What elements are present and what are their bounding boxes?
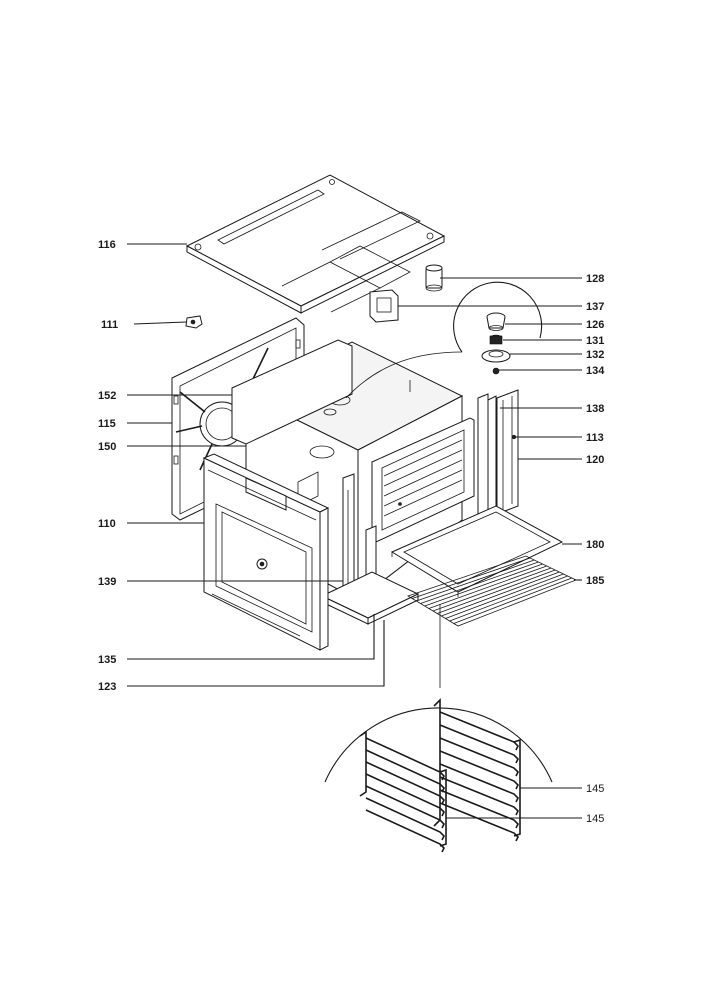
shelf-support-rails [359,698,521,853]
grid-shelf-wire [420,561,539,604]
rail-front-rung [365,749,445,793]
label-138: 138 [586,403,604,415]
label-150: 150 [98,441,116,453]
label-131: 131 [586,335,604,347]
label-180: 180 [586,539,604,551]
label-152: 152 [98,390,116,402]
label-128: 128 [586,273,604,285]
rail-front-rung [365,785,445,829]
right-side-panel [496,389,519,515]
label-132: 132 [586,349,604,361]
rail-front-rung [365,773,445,817]
rail-rear-rung [439,789,519,829]
rail-rear-rung [439,750,519,790]
label-123: 123 [98,681,116,693]
leader-lines [127,243,582,819]
grid-shelf-wire [424,563,543,607]
detail-circle-shelf-rails [324,604,553,783]
grid-shelf-wire [437,569,556,614]
label-134: 134 [586,365,605,377]
label-120: 120 [586,454,604,466]
baking-tray [390,505,564,597]
detail-circle-lamp [345,281,543,399]
rail-rear-rung [439,724,519,764]
bracket-switch [369,289,399,323]
top-cover-panel [185,174,446,314]
rail-rear-back-post [513,738,521,837]
grid-shelf-wire [453,577,572,624]
label-185: 185 [586,575,604,587]
label-113: 113 [586,432,604,444]
oven-lamp-assembly [481,312,511,375]
label-110: 110 [98,518,116,530]
grid-shelf-wire [428,565,547,609]
lamp-cylinder [425,264,443,292]
rail-rear-rung [439,711,519,751]
label-145-front: 145 [586,813,604,825]
rail-front-rung [365,737,445,781]
label-139: 139 [98,576,116,588]
grid-shelf-wire [445,573,564,619]
cavity-front-frame [371,417,475,543]
rail-front-rung [365,797,445,841]
rail-front-post [359,730,367,797]
rail-rear-rung [439,776,519,816]
rail-front-rung [365,761,445,805]
grid-shelf-wire [432,567,552,612]
label-145-rear: 145 [586,783,604,795]
small-clip [185,315,203,329]
label-137: 137 [586,301,604,313]
rail-front-back-post [439,768,447,847]
rail-rear-rung [439,763,519,803]
fan-cover-plate [231,339,353,445]
rail-rear-rung [439,802,519,842]
grid-shelf-wire [441,571,560,617]
grid-shelf-wire [449,575,568,622]
label-135: 135 [98,654,116,666]
rail-rear-post [433,698,441,827]
callout-labels: 116 128 137 111 126 131 132 134 152 138 … [98,239,605,825]
label-111: 111 [101,319,118,331]
label-126: 126 [586,319,604,331]
label-116: 116 [98,239,116,251]
front-door [202,453,330,651]
grid-shelf-wire [416,559,535,602]
grid-shelf-wire [412,557,531,599]
rail-rear-rung [439,737,519,777]
label-115: 115 [98,418,116,430]
